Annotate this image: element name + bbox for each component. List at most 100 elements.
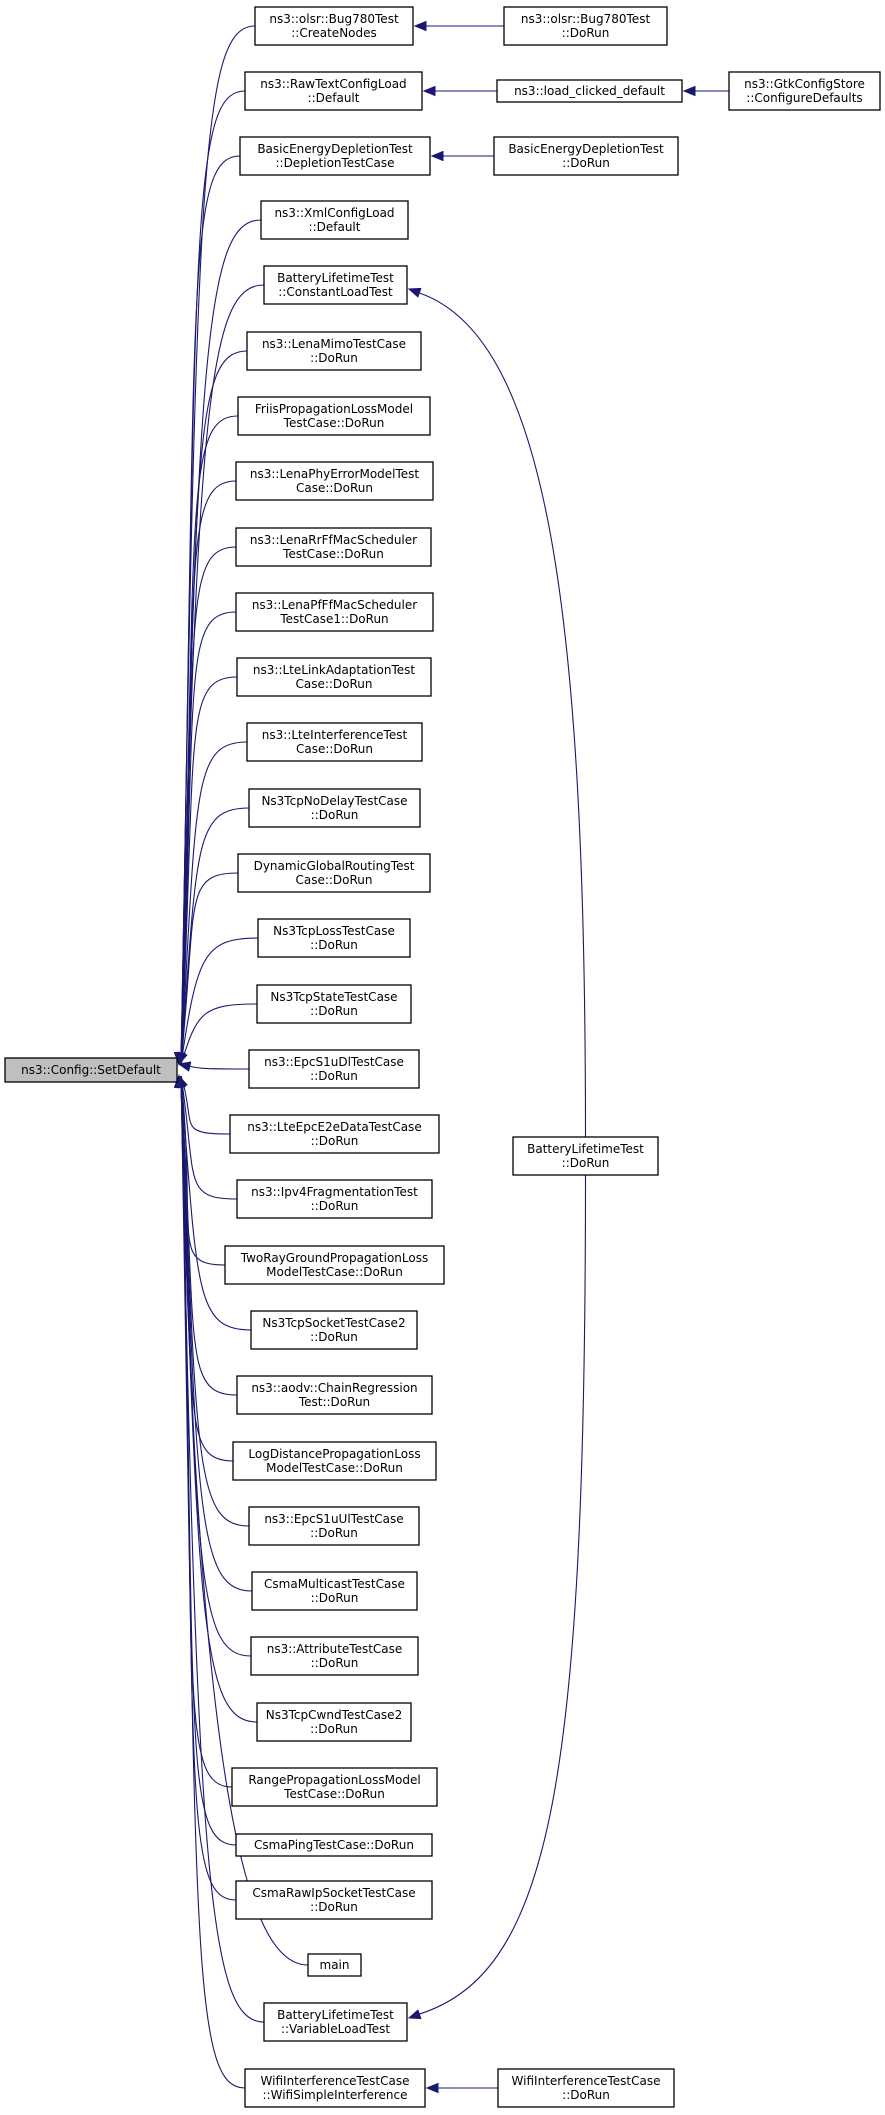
node-label: ::DoRun [311,1199,359,1213]
node-label: ::DoRun [562,2088,610,2102]
node-label: TestCase1::DoRun [279,612,388,626]
node-tcp-nodelay[interactable]: Ns3TcpNoDelayTestCase::DoRun [248,788,421,828]
node-label: CsmaPingTestCase::DoRun [254,1838,414,1852]
node-logdistance[interactable]: LogDistancePropagationLossModelTestCase:… [232,1441,437,1481]
node-bug780-dorun[interactable]: ns3::olsr::Bug780Test::DoRun [503,6,668,46]
node-box [246,331,422,371]
node-label: DynamicGlobalRoutingTest [254,859,415,873]
node-gtk-configure[interactable]: ns3::GtkConfigStore::ConfigureDefaults [728,71,881,111]
node-box [503,6,668,46]
edge-battery_variable-to-root [180,1075,265,2023]
node-label: Ns3TcpLossTestCase [273,924,395,938]
node-lena-pf[interactable]: ns3::LenaPfFfMacSchedulerTestCase1::DoRu… [235,592,434,632]
node-box [263,265,408,305]
node-label: ns3::EpcS1uUlTestCase [264,1512,403,1526]
node-label: ::DoRun [562,1156,610,1170]
arrowhead-wifi_dorun-to-wifi_simple [425,2082,439,2094]
arrowhead-battery-constant [407,287,422,298]
node-lte-epc-e2e[interactable]: ns3::LteEpcE2eDataTestCase::DoRun [229,1114,440,1154]
node-label: Ns3TcpCwndTestCase2 [266,1708,402,1722]
node-tcp-socket2[interactable]: Ns3TcpSocketTestCase2::DoRun [250,1310,418,1350]
node-label: ::DoRun [562,156,610,170]
node-energy-depletion[interactable]: BasicEnergyDepletionTest::DepletionTestC… [239,136,431,176]
node-label: ModelTestCase::DoRun [266,1265,403,1279]
node-box [4,1057,178,1083]
node-bug780-create[interactable]: ns3::olsr::Bug780Test::CreateNodes [254,6,414,46]
node-tcp-loss[interactable]: Ns3TcpLossTestCase::DoRun [257,918,411,958]
node-rawtext-default[interactable]: ns3::RawTextConfigLoad::Default [244,71,423,111]
node-box [248,788,421,828]
node-wifi-dorun[interactable]: WifiInterferenceTestCase::DoRun [497,2068,675,2108]
edges [173,20,729,2094]
node-xml-default[interactable]: ns3::XmlConfigLoad::Default [260,200,409,240]
node-battery-variable[interactable]: BatteryLifetimeTest::VariableLoadTest [263,2002,408,2042]
node-label: ns3::load_clicked_default [514,84,665,98]
arrowhead-load_clicked-to-rawtext_default [422,85,436,97]
node-box [231,1767,438,1807]
arrowhead-battery-variable [407,2009,422,2020]
node-label: Ns3TcpNoDelayTestCase [261,794,407,808]
edge-epc_s1u_dl-to-root [180,1063,250,1070]
node-root[interactable]: ns3::Config::SetDefault [4,1057,178,1083]
node-main[interactable]: main [307,1953,362,1977]
node-label: ::CreateNodes [291,26,377,40]
node-label: ::DoRun [310,1004,358,1018]
arrowhead-tcp_state [177,1051,188,1066]
node-label: Case::DoRun [295,677,372,691]
node-box [235,1833,433,1857]
node-label: ns3::aodv::ChainRegression [251,1381,417,1395]
node-label: ::DoRun [310,1526,358,1540]
node-box [248,1049,420,1089]
node-box [307,1953,362,1977]
node-box [263,2002,408,2042]
node-tcp-cwnd2[interactable]: Ns3TcpCwndTestCase2::DoRun [256,1702,412,1742]
node-csma-ping[interactable]: CsmaPingTestCase::DoRun [235,1833,433,1857]
node-tworay[interactable]: TwoRayGroundPropagationLossModelTestCase… [224,1245,445,1285]
nodes: ns3::Config::SetDefault ns3::olsr::Bug780… [4,6,881,2108]
node-label: BasicEnergyDepletionTest [508,142,664,156]
node-csma-rawip[interactable]: CsmaRawIpSocketTestCase::DoRun [235,1880,433,1920]
node-label: ns3::LenaPfFfMacScheduler [252,598,417,612]
node-box [244,71,423,111]
node-tcp-state[interactable]: Ns3TcpStateTestCase::DoRun [256,984,412,1024]
node-energy-dorun[interactable]: BasicEnergyDepletionTest::DoRun [493,136,679,176]
node-label: ::DoRun [310,938,358,952]
node-label: ::DoRun [311,1591,359,1605]
arrowhead-bug780_dorun-to-bug780_create [413,20,427,32]
node-battery-constant[interactable]: BatteryLifetimeTest::ConstantLoadTest [263,265,408,305]
node-label: ::ConstantLoadTest [278,285,393,299]
node-label: Case::DoRun [295,873,372,887]
arrowhead-epc_s1u_dl [177,1061,192,1072]
node-csma-multicast[interactable]: CsmaMulticastTestCase::DoRun [251,1571,418,1611]
node-label: FriisPropagationLossModel [255,402,413,416]
node-box [497,2068,675,2108]
node-epc-s1u-ul[interactable]: ns3::EpcS1uUlTestCase::DoRun [248,1506,420,1546]
node-label: ns3::Ipv4FragmentationTest [251,1185,418,1199]
node-wifi-simple[interactable]: WifiInterferenceTestCase::WifiSimpleInte… [244,2068,426,2108]
node-label: ::DoRun [310,1069,358,1083]
node-label: ::DoRun [562,26,610,40]
node-label: BatteryLifetimeTest [527,1142,644,1156]
node-label: ns3::RawTextConfigLoad [260,77,406,91]
edge-csma_multicast-to-root [180,1075,253,1592]
node-epc-s1u-dl[interactable]: ns3::EpcS1uDlTestCase::DoRun [248,1049,420,1089]
edge-aodv_chain-to-root [180,1075,238,1396]
node-battery-dorun[interactable]: BatteryLifetimeTest::DoRun [512,1136,659,1176]
edge-tcp_state-to-root [180,1003,258,1065]
node-label: CsmaRawIpSocketTestCase [252,1886,415,1900]
node-load-clicked[interactable]: ns3::load_clicked_default [496,79,683,103]
edge-main-to-root [180,1075,309,1966]
node-ipv4-frag[interactable]: ns3::Ipv4FragmentationTest::DoRun [236,1179,433,1219]
node-label: ::DepletionTestCase [275,156,394,170]
node-lena-mimo[interactable]: ns3::LenaMimoTestCase::DoRun [246,331,422,371]
node-attribute-test[interactable]: ns3::AttributeTestCase::DoRun [250,1636,419,1676]
